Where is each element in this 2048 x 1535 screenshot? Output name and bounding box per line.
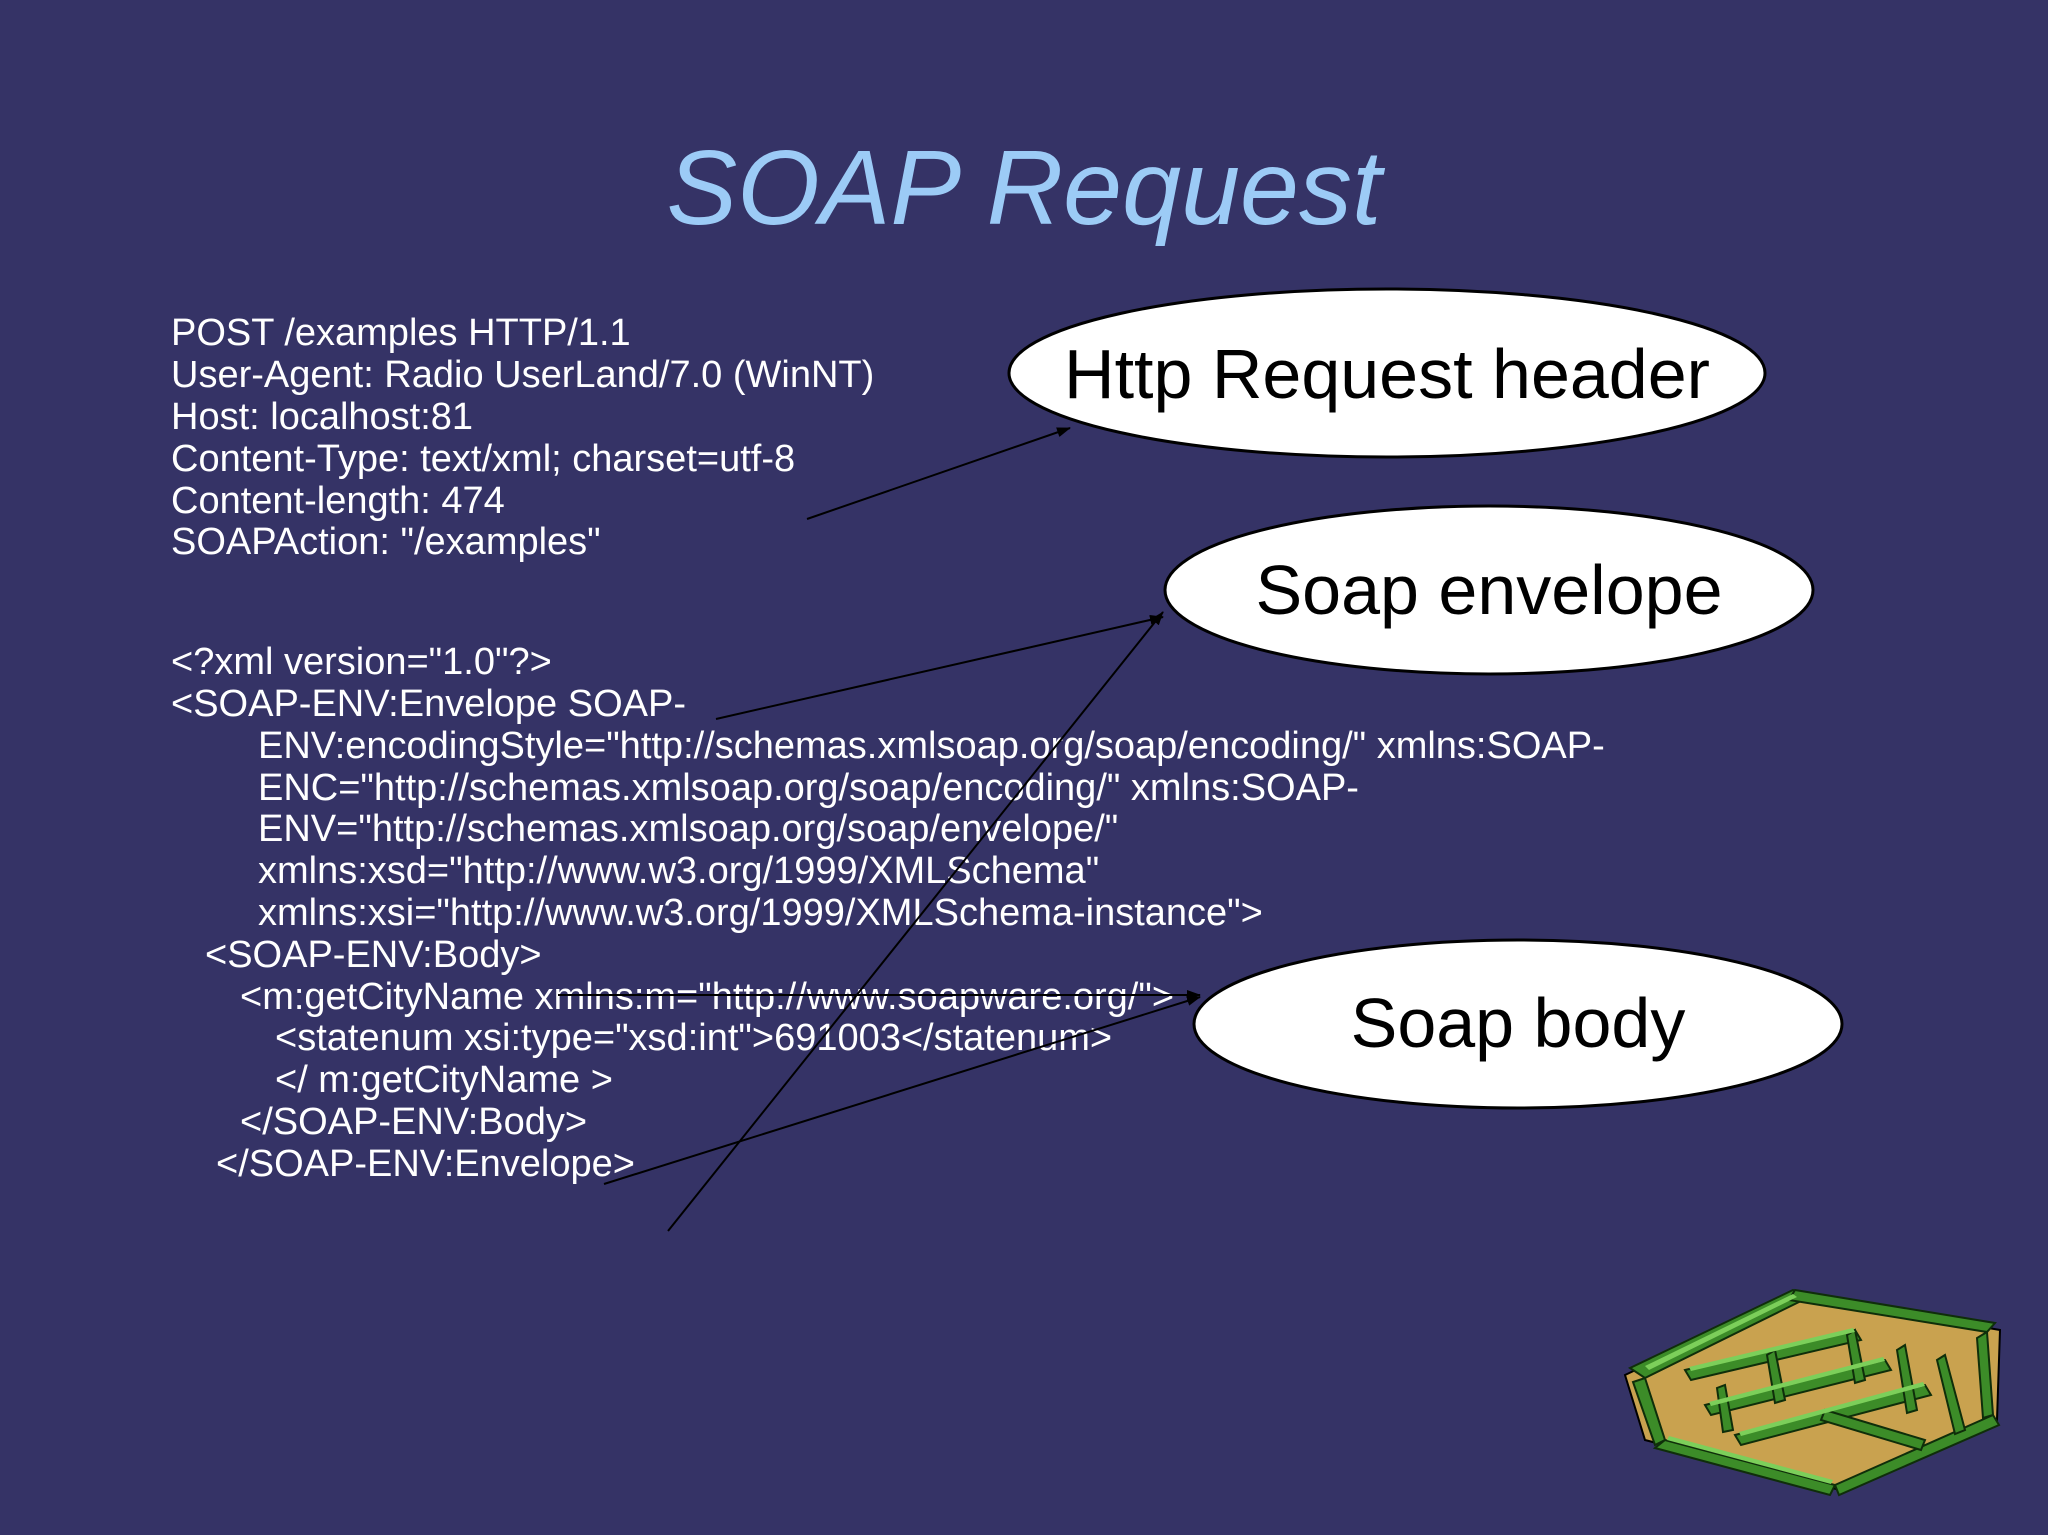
xml-line: xmlns:xsi="http://www.w3.org/1999/XMLSch… (258, 892, 1263, 934)
xml-line: </SOAP-ENV:Body> (240, 1101, 588, 1143)
http-header-line: Host: localhost:81 (171, 396, 474, 438)
http-header-line: Content-length: 474 (171, 480, 505, 522)
xml-line: ENV="http://schemas.xmlsoap.org/soap/env… (258, 808, 1119, 850)
xml-line: <?xml version="1.0"?> (171, 641, 552, 683)
soap-body-callout-shape (1192, 938, 1844, 1110)
xml-line: <m:getCityName xmlns:m="http://www.soapw… (240, 976, 1175, 1018)
xml-line: </ m:getCityName > (275, 1059, 613, 1101)
arrow-to-soap-envelope-bottom (667, 611, 1164, 1232)
arrow-to-http-header (806, 427, 1071, 520)
maze-clipart-icon (1623, 1288, 2002, 1497)
xml-line: ENV:encodingStyle="http://schemas.xmlsoa… (258, 725, 1605, 767)
http-header-line: Content-Type: text/xml; charset=utf-8 (171, 438, 796, 480)
soap-envelope-callout-shape (1163, 504, 1815, 676)
http-header-callout-shape (1007, 287, 1767, 459)
xml-line: <SOAP-ENV:Body> (205, 934, 542, 976)
http-header-line: User-Agent: Radio UserLand/7.0 (WinNT) (171, 354, 875, 396)
xml-line: ENC="http://schemas.xmlsoap.org/soap/enc… (258, 767, 1359, 809)
xml-line: <SOAP-ENV:Envelope SOAP- (171, 683, 686, 725)
xml-line: </SOAP-ENV:Envelope> (216, 1143, 635, 1185)
http-header-line: POST /examples HTTP/1.1 (171, 312, 631, 354)
http-header-callout-label: Http Request header (1064, 335, 1710, 413)
xml-line: xmlns:xsd="http://www.w3.org/1999/XMLSch… (258, 850, 1100, 892)
arrow-to-soap-body-bottom (603, 996, 1201, 1185)
soap-body-callout-label: Soap body (1351, 984, 1686, 1062)
slide-title: SOAP Request (666, 129, 1382, 247)
xml-line: <statenum xsi:type="xsd:int">691003</sta… (275, 1017, 1113, 1059)
arrow-to-soap-envelope-top (715, 615, 1164, 720)
soap-envelope-callout-label: Soap envelope (1255, 551, 1722, 629)
http-header-line: SOAPAction: "/examples" (171, 521, 601, 563)
